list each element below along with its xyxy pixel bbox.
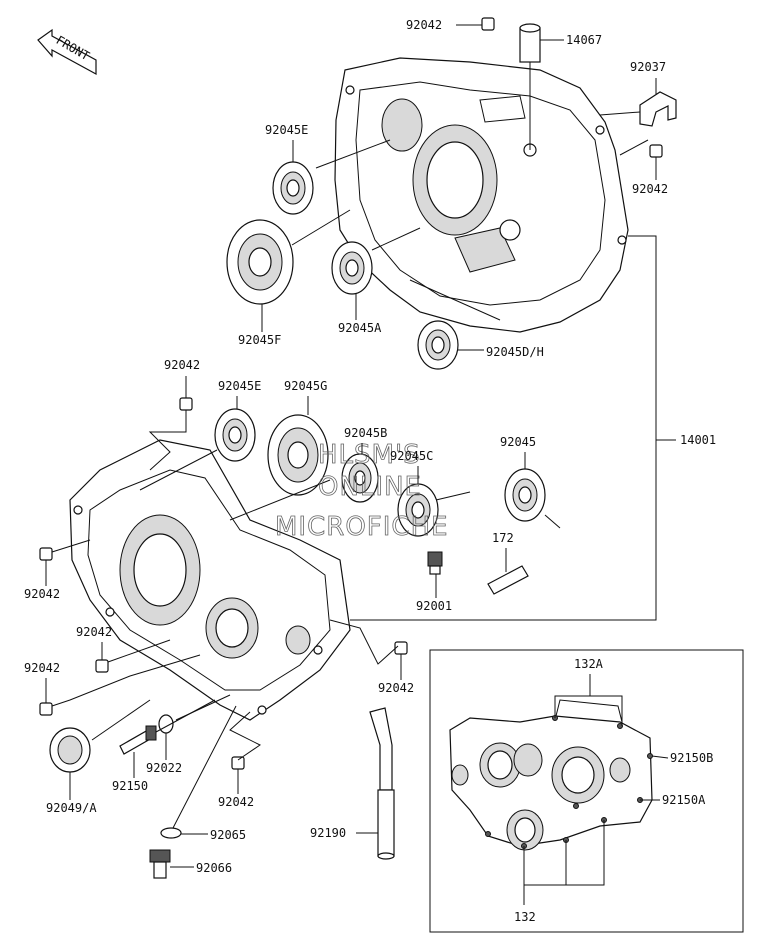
label-132A: 132A bbox=[574, 657, 604, 671]
label-92037: 92037 bbox=[630, 60, 666, 74]
label-92190: 92190 bbox=[310, 826, 346, 840]
label-92045E-top: 92045E bbox=[265, 123, 308, 137]
label-92042-bottom: 92042 bbox=[218, 795, 254, 809]
assembly-lines bbox=[51, 111, 649, 829]
drain-plug-92066 bbox=[149, 849, 171, 879]
label-92045DH: 92045D/H bbox=[486, 345, 544, 359]
hose-92190 bbox=[369, 707, 395, 860]
clamp-92037 bbox=[639, 91, 677, 127]
label-92045E-mid: 92045E bbox=[218, 379, 261, 393]
label-92001: 92001 bbox=[416, 599, 452, 613]
bearing-92045DH bbox=[417, 320, 459, 370]
bearing-92045F bbox=[226, 219, 294, 305]
dowel-pin-mid bbox=[179, 397, 193, 411]
bearing-92045B bbox=[341, 453, 379, 503]
label-92042-left2: 92042 bbox=[76, 625, 112, 639]
stud-172 bbox=[487, 565, 529, 595]
dowel-pin-left1 bbox=[39, 547, 53, 561]
label-92066: 92066 bbox=[196, 861, 232, 875]
crankcase-assembly-inset bbox=[429, 649, 744, 933]
dowel-pin-right bbox=[649, 144, 663, 158]
watermark-line-3: MICROFICHE bbox=[275, 512, 449, 542]
watermark: HLSM'S ONLINE MICROFICHE bbox=[275, 440, 449, 543]
label-92042-right: 92042 bbox=[632, 182, 668, 196]
dowel-pin-top bbox=[481, 17, 495, 31]
label-92045G: 92045G bbox=[284, 379, 327, 393]
label-132: 132 bbox=[514, 910, 536, 924]
label-92042-lowright: 92042 bbox=[378, 681, 414, 695]
label-92150A: 92150A bbox=[662, 793, 706, 807]
bolt-92150 bbox=[119, 725, 157, 755]
label-92150: 92150 bbox=[112, 779, 148, 793]
dowel-pin-left3 bbox=[39, 702, 53, 716]
label-172: 172 bbox=[492, 531, 514, 545]
label-92022: 92022 bbox=[146, 761, 182, 775]
sleeve-14067 bbox=[519, 23, 541, 150]
label-92045C: 92045C bbox=[390, 449, 433, 463]
bearing-92045E-top bbox=[272, 161, 314, 215]
dowel-pin-bottom bbox=[231, 756, 245, 770]
watermark-line-1: HLSM'S bbox=[318, 440, 421, 470]
bearing-92045 bbox=[504, 468, 546, 522]
dowel-pin-left2 bbox=[95, 659, 109, 673]
bearing-92045G bbox=[267, 414, 329, 496]
watermark-line-2: ONLINE bbox=[318, 472, 422, 502]
right-crankcase-half bbox=[334, 57, 629, 333]
label-92042-left3: 92042 bbox=[24, 661, 60, 675]
label-92042-left1: 92042 bbox=[24, 587, 60, 601]
plug-92001 bbox=[427, 551, 443, 575]
label-92045: 92045 bbox=[500, 435, 536, 449]
left-crankcase-half bbox=[69, 439, 351, 721]
bearing-92045C bbox=[397, 483, 439, 537]
label-92045A: 92045A bbox=[338, 321, 382, 335]
oil-seal-92049A bbox=[49, 727, 91, 773]
front-arrow: FRONT bbox=[37, 28, 97, 76]
label-14067: 14067 bbox=[566, 33, 602, 47]
label-92150B: 92150B bbox=[670, 751, 713, 765]
part-labels: 92042 14067 92037 92042 92045E 92045F 92… bbox=[24, 18, 716, 924]
label-92045B: 92045B bbox=[344, 426, 387, 440]
bracket-14001 bbox=[350, 235, 676, 621]
label-92065: 92065 bbox=[210, 828, 246, 842]
washer-92065 bbox=[160, 827, 182, 839]
label-92049A: 92049/A bbox=[46, 801, 97, 815]
label-92042-top: 92042 bbox=[406, 18, 442, 32]
bearing-92045A bbox=[331, 241, 373, 295]
dowel-pin-lowright bbox=[394, 641, 408, 655]
bearing-92045E-mid bbox=[214, 408, 256, 462]
label-92045F: 92045F bbox=[238, 333, 281, 347]
label-14001: 14001 bbox=[680, 433, 716, 447]
label-92042-mid: 92042 bbox=[164, 358, 200, 372]
